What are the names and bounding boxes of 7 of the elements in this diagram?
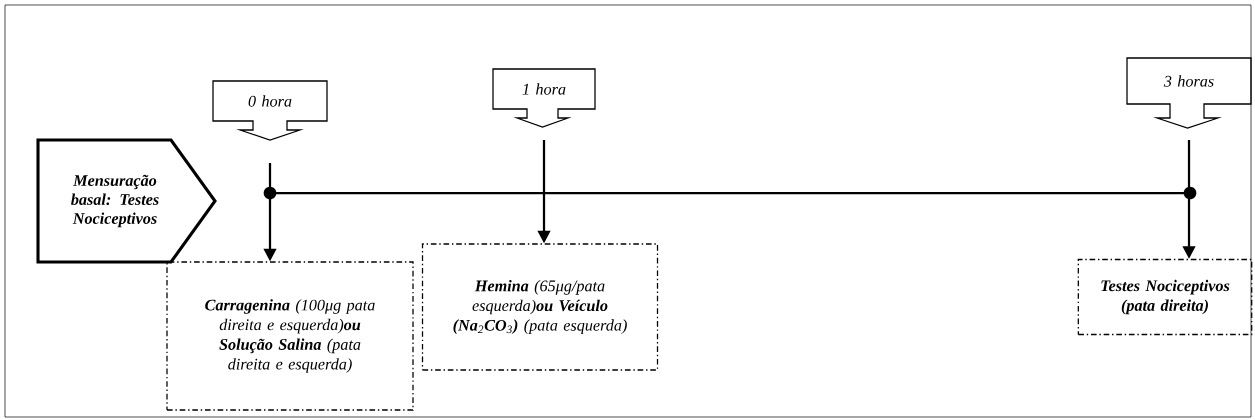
callout-box: 1 hora [492, 68, 596, 128]
step-box: Hemina (65μg/pata esquerda)ou Veículo (Na$_{2}$CO$_{3}$) (pata esquerda) [421, 243, 659, 371]
callout-box: 0 hora [212, 80, 328, 141]
step-box: Testes Nociceptivos (pata direita) [1077, 258, 1253, 336]
pentagon-box: Mensuração basal: Testes Nociceptivos [36, 138, 217, 264]
callout-box: 3 horas [1126, 57, 1252, 129]
step-box: Carragenina (100μg pata direita e esquerda)ou Solução Salina (pata direita e esquerda) [166, 261, 414, 411]
